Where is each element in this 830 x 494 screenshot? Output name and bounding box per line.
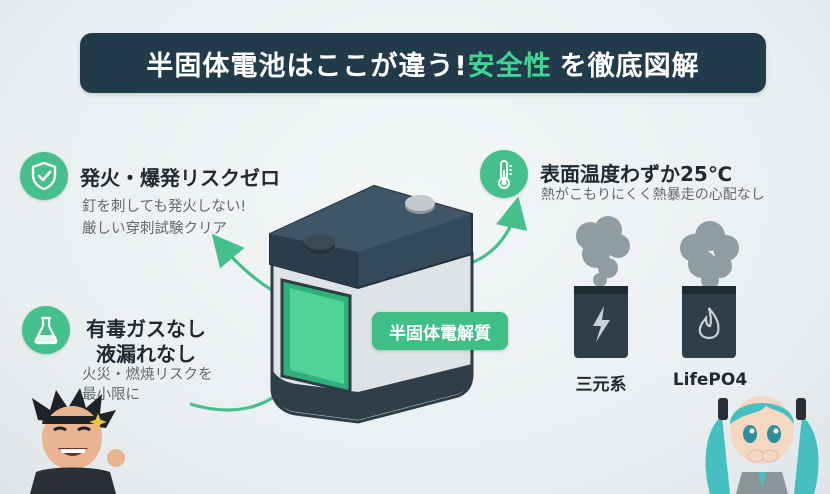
smoke-cell-lfp <box>680 221 739 358</box>
cell-label-ternary: 三元系 <box>575 375 627 395</box>
fire-line-2: 厳しい穿刺試験クリア <box>82 221 227 237</box>
temp-heading: 表面温度わずか25℃ <box>540 162 733 186</box>
flask-icon <box>22 306 70 354</box>
gas-heading-line-1: 有毒ガスなし <box>86 317 206 341</box>
electrolyte-label: 半固体電解質 <box>372 312 508 350</box>
battery-illustration <box>269 184 474 424</box>
girl-character-illustration <box>705 396 819 494</box>
shield-check-icon <box>20 152 68 200</box>
boy-character-illustration <box>30 388 125 494</box>
temp-sub: 熱がこもりにくく熱暴走の心配なし <box>541 187 765 203</box>
title-main: 半固体電池はここが違う! <box>146 50 468 82</box>
cell-label-lfp: LifePO4 <box>672 370 748 390</box>
title-banner: 半固体電池はここが違う! 安全性 を徹底図解 <box>80 33 766 93</box>
gas-line-1: 火災・燃焼リスクを <box>82 367 213 383</box>
arrow-to-fire <box>211 233 276 294</box>
title-accent: 安全性 <box>467 50 552 82</box>
thermometer-icon <box>480 150 528 198</box>
title-tail: を徹底図解 <box>559 50 700 82</box>
gas-heading-line-2: 液漏れなし <box>96 342 196 366</box>
fire-line-1: 釘を刺しても発火しない! <box>82 199 247 215</box>
lightning-bolt-icon <box>593 306 610 342</box>
flame-icon <box>698 307 720 340</box>
smoke-cell-ternary <box>574 216 630 358</box>
fire-heading: 発火・爆発リスクゼロ <box>80 166 280 190</box>
